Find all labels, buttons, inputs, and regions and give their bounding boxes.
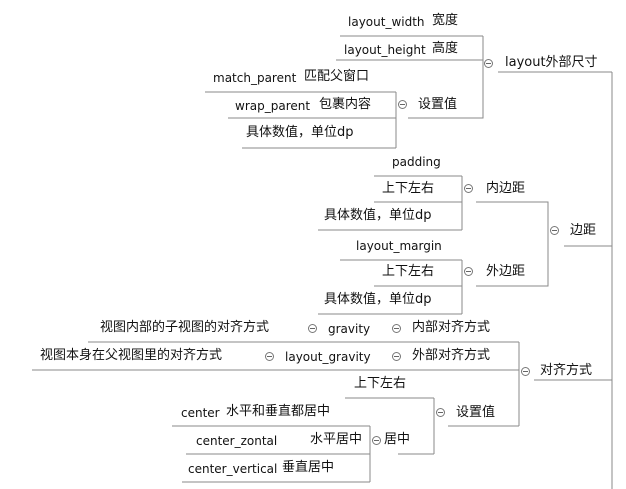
collapse-toggle-icon[interactable]	[392, 324, 401, 333]
node-center-zontal-cn: 水平居中	[310, 432, 363, 447]
node-width-cn: 宽度	[432, 13, 459, 28]
node-outer-align: 外部对齐方式	[412, 348, 491, 363]
node-center-group: 居中	[384, 432, 411, 447]
collapse-toggle-icon[interactable]	[308, 324, 317, 333]
node-align-root: 对齐方式	[540, 363, 593, 378]
node-center: center	[181, 406, 220, 420]
collapse-toggle-icon[interactable]	[464, 184, 473, 193]
node-pad-dirs: 上下左右	[382, 181, 435, 196]
collapse-toggle-icon[interactable]	[436, 408, 445, 417]
collapse-toggle-icon[interactable]	[398, 100, 407, 109]
node-margin-group: 外边距	[486, 264, 526, 279]
collapse-toggle-icon[interactable]	[372, 436, 381, 445]
node-layout-height: layout_height	[344, 43, 426, 57]
node-center-vertical-cn: 垂直居中	[282, 460, 335, 475]
node-inner-align: 内部对齐方式	[412, 320, 491, 335]
node-wrap-parent-cn: 包裹内容	[319, 97, 372, 112]
node-gravity: gravity	[328, 322, 371, 336]
node-layout-gravity: layout_gravity	[285, 350, 371, 364]
node-margin-root: 边距	[570, 223, 597, 238]
node-match-parent-cn: 匹配父窗口	[304, 69, 370, 84]
node-wrap-parent: wrap_parent	[235, 99, 311, 113]
node-specific-value: 具体数值，单位dp	[246, 125, 354, 140]
node-gravity-desc: 视图内部的子视图的对齐方式	[100, 320, 270, 335]
collapse-toggle-icon[interactable]	[484, 59, 493, 68]
collapse-toggle-icon[interactable]	[392, 352, 401, 361]
node-height-cn: 高度	[432, 41, 459, 56]
collapse-toggle-icon[interactable]	[265, 352, 274, 361]
node-center-zontal: center_zontal	[196, 434, 278, 448]
node-mar-dirs: 上下左右	[382, 264, 435, 279]
node-center-cn: 水平和垂直都居中	[226, 404, 331, 419]
node-layout-gravity-desc: 视图本身在父视图里的对齐方式	[40, 348, 223, 363]
node-align-set: 设置值	[456, 405, 496, 420]
node-layout-margin: layout_margin	[356, 239, 442, 253]
node-match-parent: match_parent	[213, 71, 297, 85]
node-layout-size: layout外部尺寸	[505, 55, 598, 70]
collapse-toggle-icon[interactable]	[550, 226, 559, 235]
node-padding-group: 内边距	[486, 181, 526, 196]
collapse-toggle-icon[interactable]	[464, 267, 473, 276]
node-center-vertical: center_vertical	[188, 462, 278, 476]
node-mar-value: 具体数值，单位dp	[324, 292, 432, 307]
node-pad-value: 具体数值，单位dp	[324, 208, 432, 223]
collapse-toggle-icon[interactable]	[521, 367, 530, 376]
node-padding: padding	[392, 155, 441, 169]
node-layout-width: layout_width	[348, 15, 425, 29]
node-align-dirs: 上下左右	[354, 376, 407, 391]
node-set-value: 设置值	[418, 97, 458, 112]
